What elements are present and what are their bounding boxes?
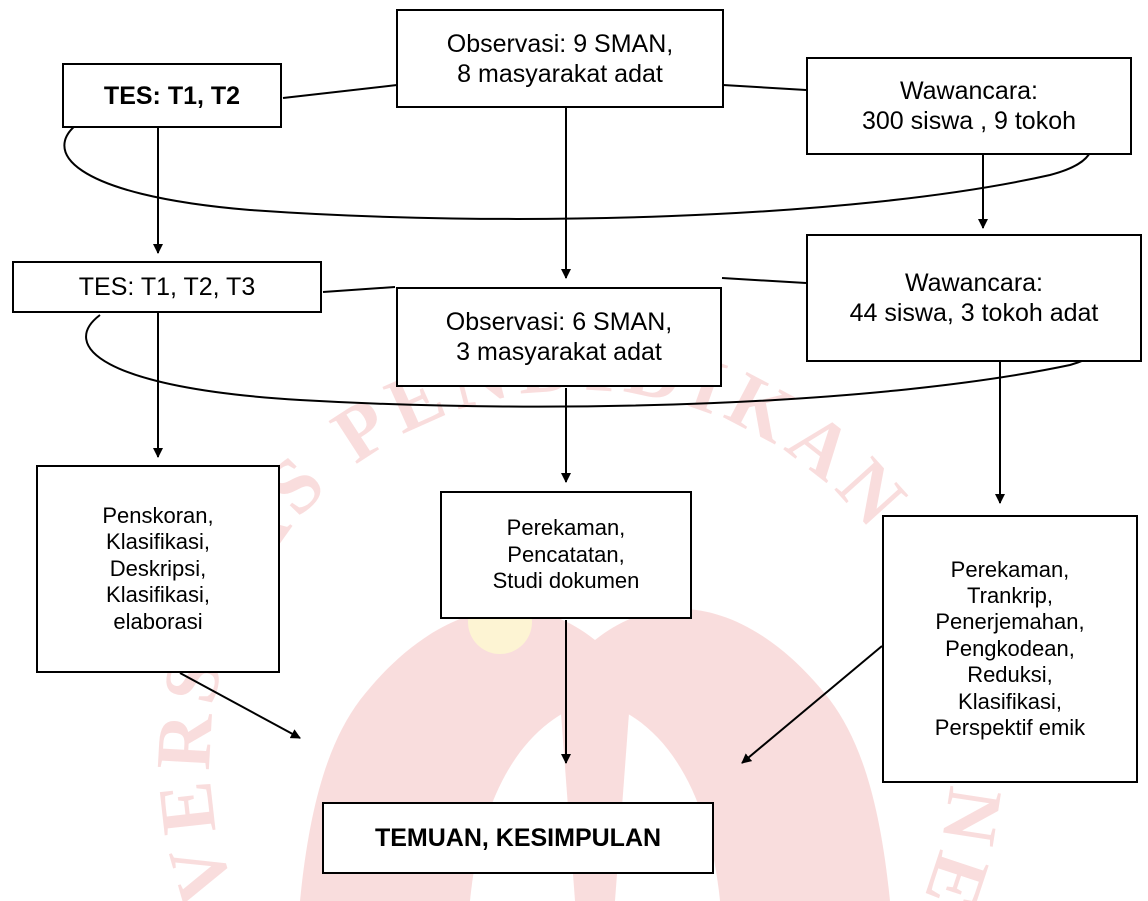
observasi-box-2-label: Observasi: 6 SMAN, 3 masyarakat adat [445, 308, 673, 366]
observasi-process-box: Perekaman, Pencatatan, Studi dokumen [440, 491, 692, 619]
wawancara-process-label: Perekaman, Trankrip, Penerjemahan, Pengk… [934, 556, 1086, 740]
row1-ellipse [63, 121, 1093, 220]
row2-link-right [721, 277, 807, 284]
arrow-waw-result [741, 645, 883, 764]
result-label: TEMUAN, KESIMPULAN [374, 824, 662, 852]
tes-process-label: Penskoran, Klasifikasi, Deskripsi, Klasi… [102, 503, 214, 634]
row1-link-right [722, 84, 807, 91]
wawancara-box-2: Wawancara: 44 siswa, 3 tokoh adat [806, 234, 1142, 362]
row2-ellipse [85, 314, 1108, 408]
observasi-box-2: Observasi: 6 SMAN, 3 masyarakat adat [396, 287, 722, 387]
observasi-box-1: Observasi: 9 SMAN, 8 masyarakat adat [396, 9, 724, 108]
arrow-tes-result [179, 672, 301, 739]
observasi-process-label: Perekaman, Pencatatan, Studi dokumen [492, 515, 640, 594]
tes-box-1: TES: T1, T2 [62, 63, 282, 128]
observasi-box-1-label: Observasi: 9 SMAN, 8 masyarakat adat [446, 29, 674, 88]
wawancara-box-1: Wawancara: 300 siswa , 9 tokoh [806, 57, 1132, 155]
row2-link-left [322, 286, 396, 293]
tes-box-2-label: TES: T1, T2, T3 [78, 273, 256, 301]
wawancara-box-1-label: Wawancara: 300 siswa , 9 tokoh [861, 77, 1076, 135]
tes-box-1-label: TES: T1, T2 [103, 81, 241, 110]
tes-process-box: Penskoran, Klasifikasi, Deskripsi, Klasi… [36, 465, 280, 673]
wawancara-box-2-label: Wawancara: 44 siswa, 3 tokoh adat [849, 269, 1099, 327]
row1-link-left [282, 84, 398, 99]
tes-box-2: TES: T1, T2, T3 [12, 261, 322, 313]
result-box: TEMUAN, KESIMPULAN [322, 802, 714, 874]
wawancara-process-box: Perekaman, Trankrip, Penerjemahan, Pengk… [882, 515, 1138, 783]
